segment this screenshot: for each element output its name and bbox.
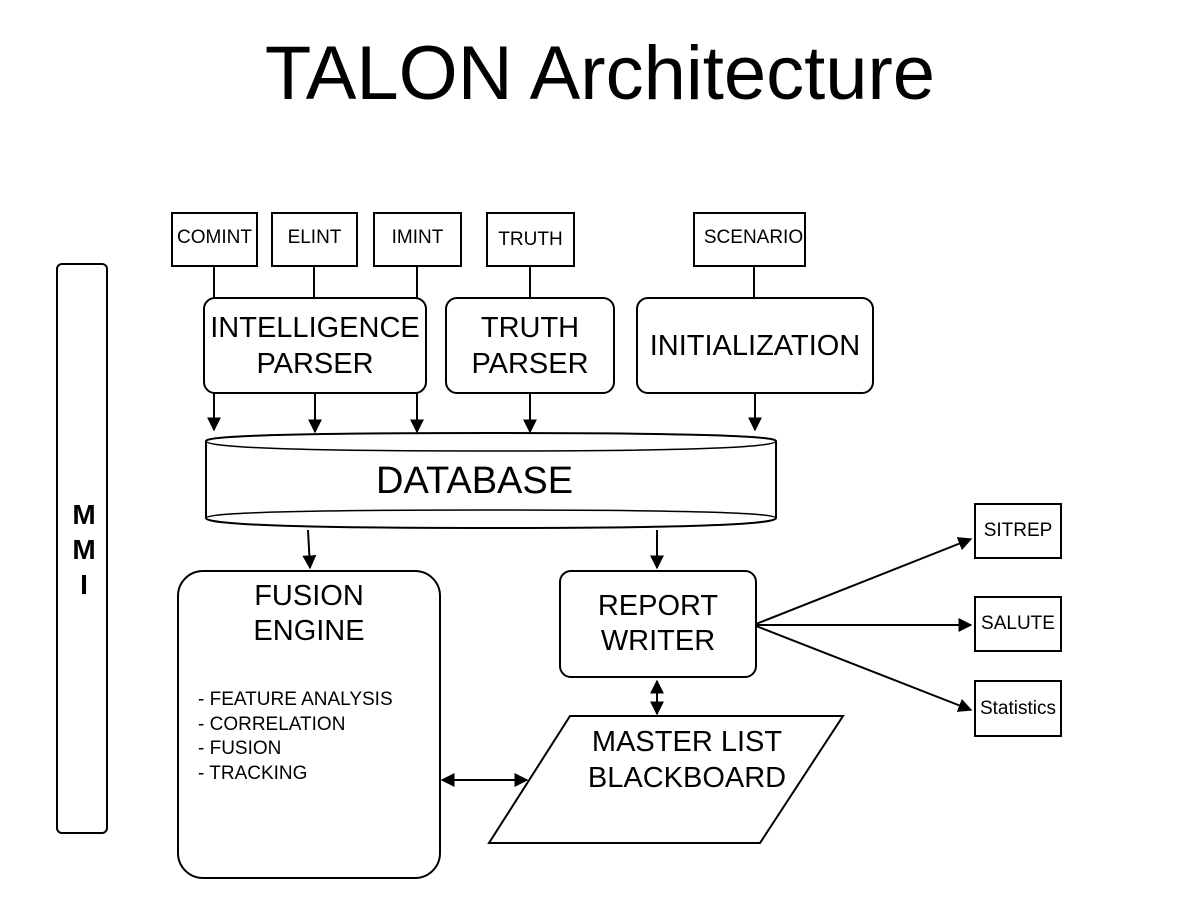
sitrep-label: SITREP bbox=[983, 520, 1053, 541]
truth-source-label: TRUTH bbox=[498, 228, 563, 250]
sitrep-output-box: SITREP bbox=[974, 503, 1062, 559]
fusion-engine-title-line-2: ENGINE bbox=[253, 615, 365, 647]
mmi-bar bbox=[56, 263, 108, 834]
function-item: - CORRELATION bbox=[198, 713, 346, 735]
function-item: - TRACKING bbox=[198, 762, 308, 784]
fusion-engine-functions: - FEATURE ANALYSIS - CORRELATION - FUSIO… bbox=[198, 688, 393, 786]
intelligence-parser-line-2: PARSER bbox=[256, 347, 374, 380]
comint-label: COMINT bbox=[177, 226, 252, 248]
master-list-line-2: BLACKBOARD bbox=[587, 762, 787, 794]
report-writer-line-1: REPORT bbox=[597, 590, 719, 622]
function-item: - FUSION bbox=[198, 738, 282, 759]
intelligence-parser-line-1: INTELLIGENCE bbox=[210, 311, 420, 344]
statistics-label: Statistics bbox=[979, 697, 1057, 719]
database-label: DATABASE bbox=[376, 460, 574, 502]
mmi-letter-2: M bbox=[72, 534, 96, 565]
fusion-engine-box bbox=[177, 570, 441, 879]
mmi-label: M M I bbox=[56, 497, 112, 602]
master-list-line-1: MASTER LIST bbox=[591, 726, 783, 758]
elint-label: ELINT bbox=[287, 226, 342, 248]
truth-parser-line-1: TRUTH bbox=[480, 311, 580, 344]
scenario-source-box: SCENARIO bbox=[693, 212, 806, 267]
statistics-output-box: Statistics bbox=[974, 680, 1062, 737]
salute-label: SALUTE bbox=[981, 613, 1055, 634]
page-title: TALON Architecture bbox=[264, 31, 936, 116]
elint-source-box: ELINT bbox=[271, 212, 358, 267]
comint-source-box: COMINT bbox=[171, 212, 258, 267]
intelligence-parser-box: INTELLIGENCE PARSER bbox=[203, 297, 427, 394]
master-list-blackboard-label: MASTER LIST BLACKBOARD bbox=[556, 724, 818, 796]
fusion-engine-title-line-1: FUSION bbox=[254, 580, 364, 612]
function-item: - FEATURE ANALYSIS bbox=[198, 689, 393, 710]
imint-label: IMINT bbox=[391, 226, 444, 248]
report-writer-box: REPORT WRITER bbox=[559, 570, 757, 678]
truth-parser-line-2: PARSER bbox=[471, 347, 589, 380]
report-writer-line-2: WRITER bbox=[600, 625, 716, 657]
truth-parser-box: TRUTH PARSER bbox=[445, 297, 615, 394]
scenario-label: SCENARIO bbox=[703, 226, 804, 248]
fusion-engine-title: FUSION ENGINE bbox=[177, 579, 441, 649]
salute-output-box: SALUTE bbox=[974, 596, 1062, 652]
truth-source-box: TRUTH bbox=[486, 212, 575, 267]
initialization-label: INITIALIZATION bbox=[649, 329, 861, 362]
mmi-letter-3: I bbox=[80, 569, 88, 600]
initialization-box: INITIALIZATION bbox=[636, 297, 874, 394]
mmi-letter-1: M bbox=[72, 499, 96, 530]
imint-source-box: IMINT bbox=[373, 212, 462, 267]
